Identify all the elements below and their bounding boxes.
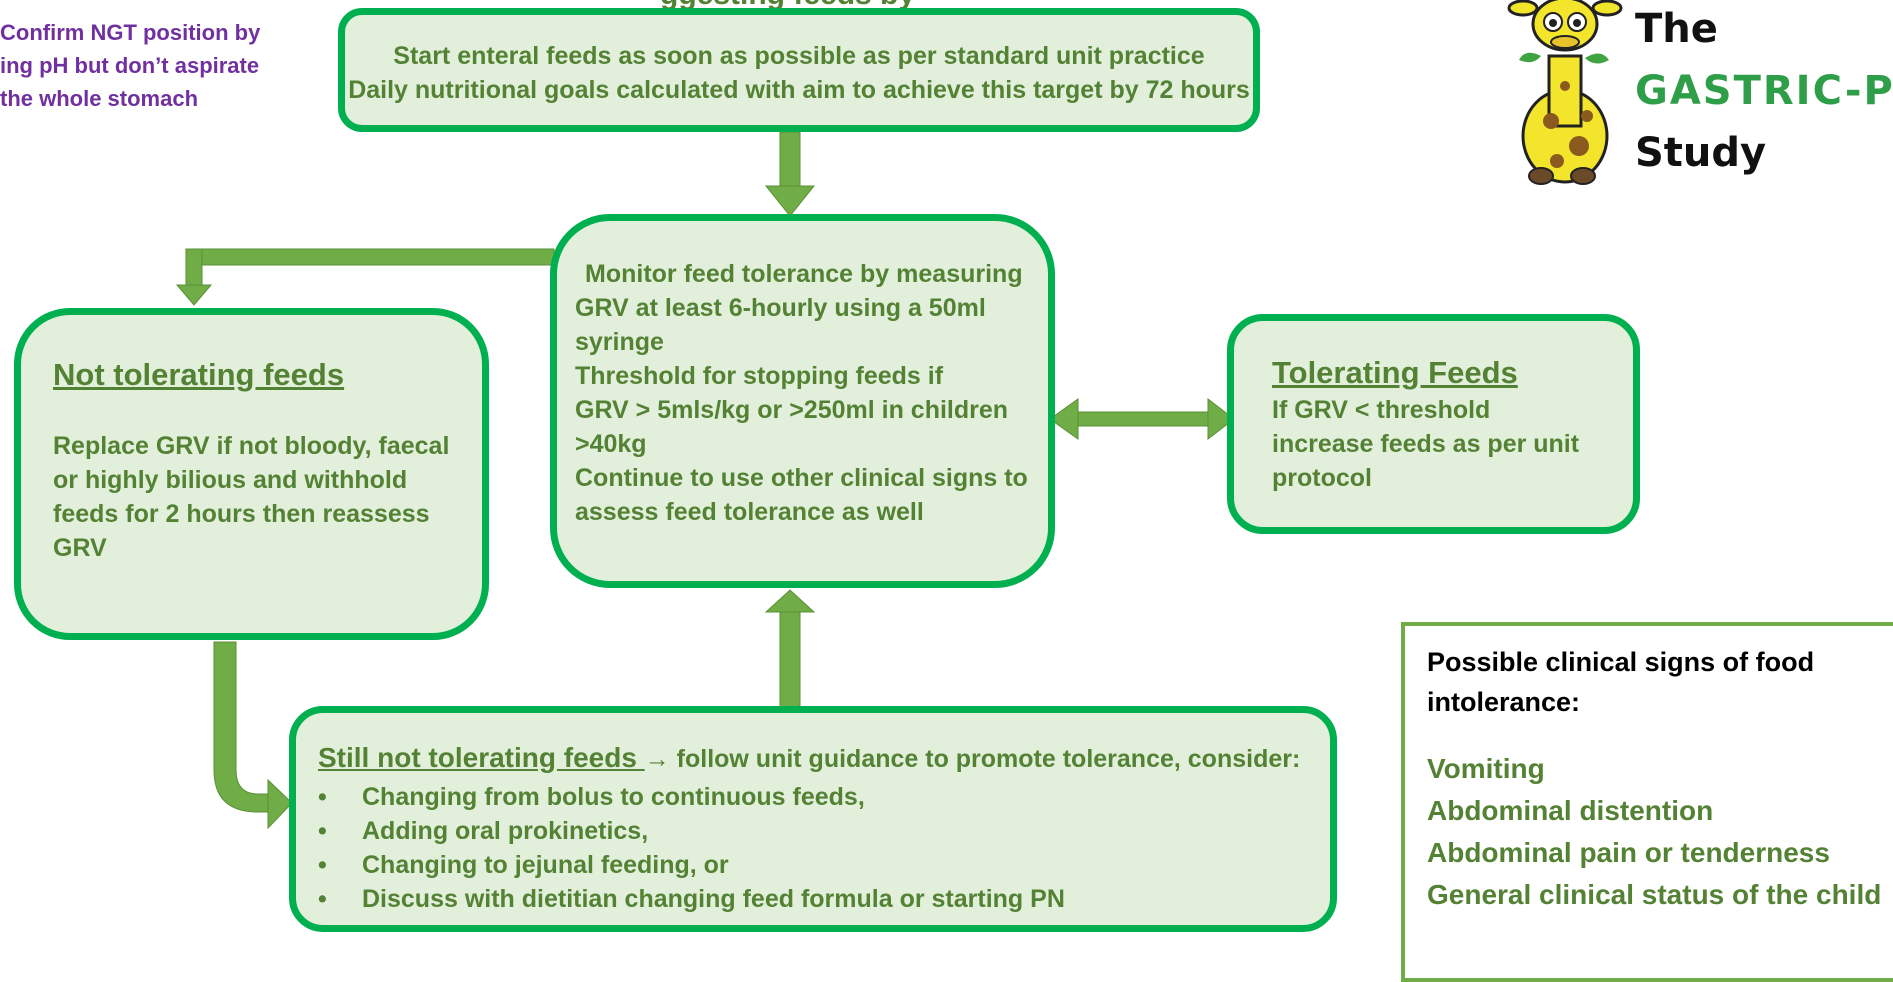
bullet-icon: • (318, 817, 327, 845)
giraffe-icon (1507, 0, 1623, 185)
still-options-list: • Changing from bolus to continuous feeds… (318, 780, 1314, 916)
note-line: ing pH but don’t aspirate (0, 53, 260, 78)
signs-list: Vomiting Abdominal distention Abdominal … (1427, 748, 1893, 916)
start-line: Daily nutritional goals calculated with … (348, 76, 1250, 104)
bullet-icon: • (318, 885, 327, 913)
still-title: Still not tolerating feeds (318, 742, 645, 773)
logo-line-study: Study (1635, 130, 1767, 176)
not-tolerating-line: or highly bilious and withhold (53, 466, 408, 494)
arrow-not-tolerating-to-still (213, 641, 293, 830)
signs-heading-line: Possible clinical signs of food (1427, 647, 1815, 677)
monitor-line: assess feed tolerance as well (575, 498, 924, 526)
not-tolerating-box: Not tolerating feeds Replace GRV if not … (14, 308, 489, 640)
arrow-monitor-tolerating-double (1049, 397, 1235, 441)
sign-item: Vomiting (1427, 753, 1545, 784)
not-tolerating-line: Replace GRV if not bloody, faecal (53, 432, 450, 460)
arrow-start-to-monitor (764, 131, 816, 217)
tolerating-line: If GRV < threshold (1272, 396, 1491, 424)
arrow-right-icon: → (644, 745, 670, 773)
bullet-icon: • (318, 851, 327, 879)
logo-text: The GASTRIC-PIC Study (1635, 0, 1893, 184)
monitor-line: GRV > 5mls/kg or >250ml in children (575, 396, 1009, 424)
sign-item: Abdominal distention (1427, 795, 1714, 826)
note-line: the whole stomach (0, 86, 199, 111)
start-feeds-box: Start enteral feeds as soon as possible … (338, 8, 1260, 132)
not-tolerating-line: GRV (53, 534, 107, 562)
monitor-line: syringe (575, 328, 664, 356)
list-item: • Changing to jejunal feeding, or (318, 848, 1314, 882)
monitor-line: Continue to use other clinical signs to (575, 464, 1028, 492)
still-not-tolerating-box: Still not tolerating feeds → follow unit… (289, 706, 1337, 932)
still-tail: follow unit guidance to promote toleranc… (669, 745, 1301, 773)
clinical-signs-panel: Possible clinical signs of food intolera… (1401, 622, 1893, 982)
tolerating-line: protocol (1272, 464, 1372, 492)
list-item: • Adding oral prokinetics, (318, 814, 1314, 848)
logo-line-gastric-pic: GASTRIC-PIC (1635, 68, 1893, 114)
list-item: • Changing from bolus to continuous feeds… (318, 780, 1314, 814)
logo-line-the: The (1635, 6, 1718, 52)
note-line: Confirm NGT position by (0, 20, 261, 45)
signs-heading-line: intolerance: (1427, 687, 1581, 717)
list-item-text: Changing to jejunal feeding, or (362, 851, 729, 879)
tolerating-box: Tolerating Feeds If GRV < threshold incr… (1227, 314, 1640, 534)
list-item: • Discuss with dietitian changing feed fo… (318, 882, 1314, 916)
ngt-position-note: Confirm NGT position by ing pH but don’t… (0, 16, 290, 115)
monitor-line: Threshold for stopping feeds if (575, 362, 944, 390)
monitor-tolerance-box: Monitor feed tolerance by measuring GRV … (550, 214, 1055, 588)
list-item-text: Discuss with dietitian changing feed for… (362, 885, 1065, 913)
start-line: Start enteral feeds as soon as possible … (393, 42, 1205, 70)
monitor-line: GRV at least 6-hourly using a 50ml (575, 294, 986, 322)
tolerating-title: Tolerating Feeds (1272, 355, 1518, 390)
sign-item: General clinical status of the child (1427, 879, 1882, 910)
sign-item: Abdominal pain or tenderness (1427, 837, 1830, 868)
still-headline: Still not tolerating feeds → follow unit… (318, 737, 1314, 780)
bullet-icon: • (318, 783, 327, 811)
monitor-line: >40kg (575, 430, 647, 458)
not-tolerating-line: feeds for 2 hours then reassess (53, 500, 430, 528)
not-tolerating-title: Not tolerating feeds (53, 357, 345, 392)
list-item-text: Adding oral prokinetics, (362, 817, 649, 845)
list-item-text: Changing from bolus to continuous feeds, (362, 783, 865, 811)
arrow-monitor-to-not-tolerating (175, 248, 555, 306)
tolerating-line: increase feeds as per unit (1272, 430, 1580, 458)
gastric-pic-logo: The GASTRIC-PIC Study (1505, 0, 1893, 186)
monitor-line: Monitor feed tolerance by measuring (585, 260, 1023, 288)
arrow-still-to-monitor (764, 589, 816, 711)
signs-heading: Possible clinical signs of food intolera… (1427, 642, 1867, 722)
clipped-heading: ggesting feeds by (660, 0, 915, 10)
